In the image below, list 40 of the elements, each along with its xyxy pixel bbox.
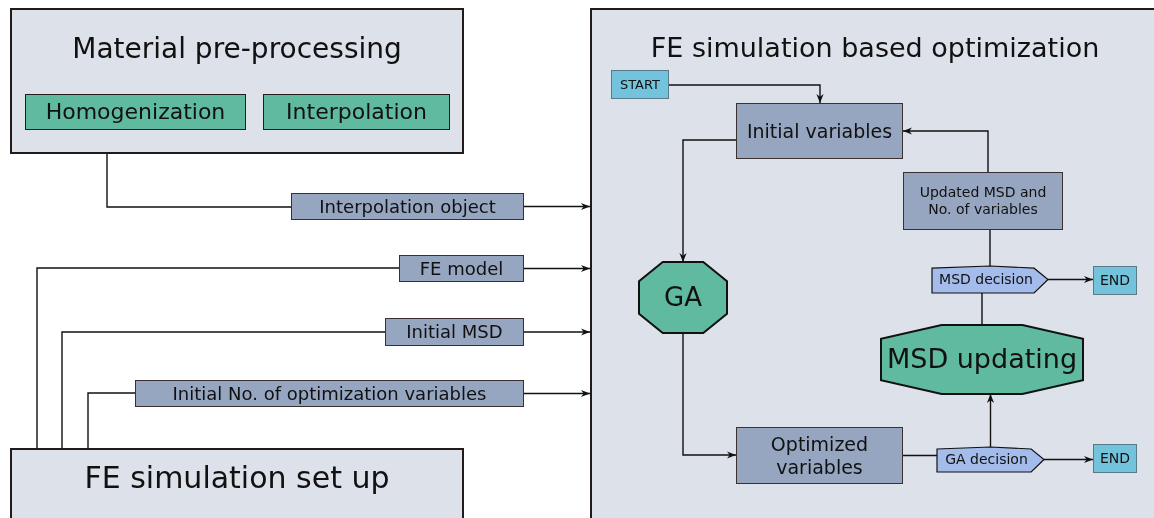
arrow [523,328,591,336]
process-box: Homogenization [25,94,246,130]
panel [10,448,464,518]
terminal-box: END [1093,444,1137,473]
connector-line [61,331,386,449]
arrow [523,264,591,273]
process-box: FE model [399,255,524,282]
panel [590,8,1154,518]
arrow [902,127,989,173]
panel-title: FE simulation set up [84,459,390,496]
connector-line [36,267,400,449]
process-box: Interpolation [263,94,450,130]
process-box: Initial No. of optimization variables [135,380,524,407]
arrow [523,202,591,211]
terminal-box: END [1093,266,1137,295]
arrow [682,332,737,459]
process-box: Initial MSD [385,318,524,346]
octagon-node: MSD updating [881,325,1083,394]
process-box: Updated MSD and No. of variables [903,172,1063,230]
arrow [679,139,737,263]
octagon-node: GA [639,262,727,333]
connector-line [989,229,991,267]
panel-title: FE simulation based optimization [649,32,1101,65]
connector-line [981,292,983,326]
arrow [1047,275,1094,284]
process-box: Initial variables [736,103,903,159]
decision-tag: GA decision [937,447,1044,472]
arrow [1043,455,1094,464]
process-box: Optimized variables [736,427,903,484]
panel-title: Material pre-processing [71,32,403,66]
connector-line [87,392,136,449]
process-box: Interpolation object [291,193,524,220]
connector-line [902,454,938,457]
terminal-box: START [611,70,669,99]
panel [10,8,464,154]
arrow [668,84,824,104]
connector-line [106,153,292,208]
arrow [986,393,995,448]
arrow [523,389,591,398]
decision-tag: MSD decision [932,266,1048,293]
